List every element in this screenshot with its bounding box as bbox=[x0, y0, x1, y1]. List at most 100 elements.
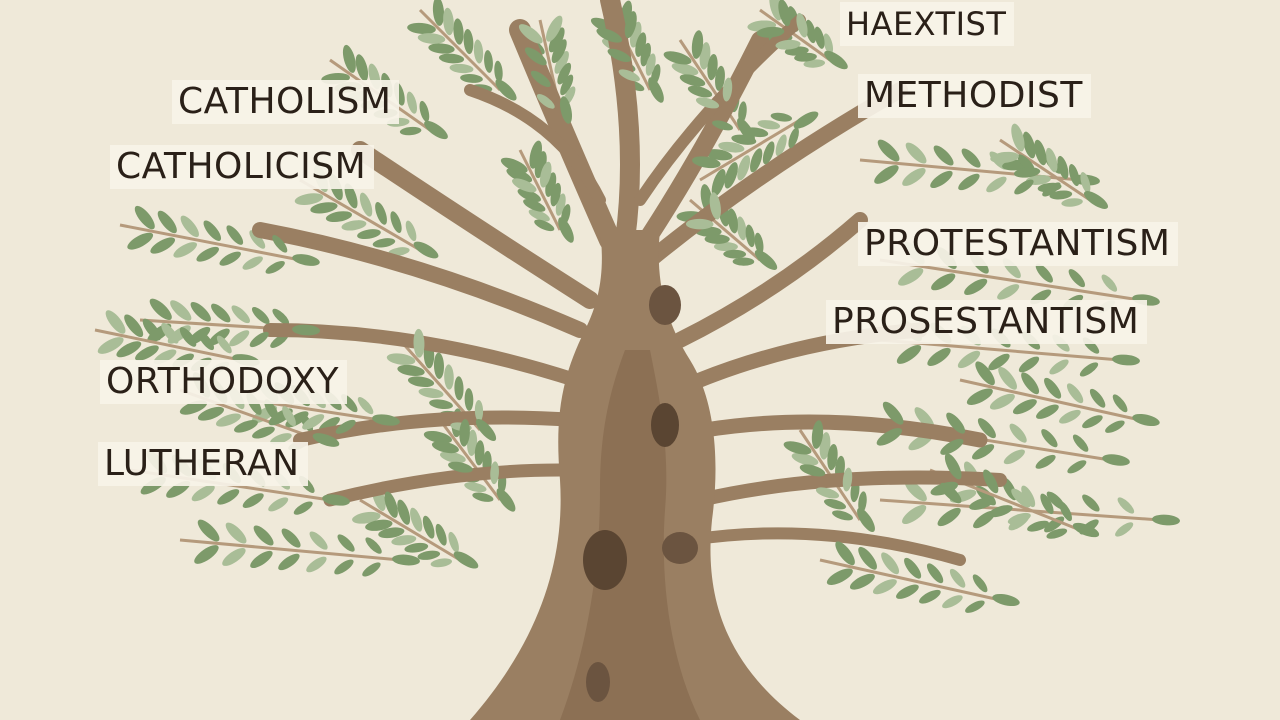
leaf bbox=[744, 127, 769, 138]
leaf bbox=[997, 284, 1020, 300]
leaf bbox=[1007, 512, 1031, 525]
leaf bbox=[1022, 131, 1036, 159]
leaf bbox=[234, 420, 258, 433]
leaf bbox=[222, 547, 246, 566]
leaf bbox=[874, 165, 899, 184]
leaf bbox=[194, 545, 219, 564]
label-catholicism: CATHOLICISM bbox=[110, 145, 375, 189]
leaf bbox=[341, 220, 367, 231]
leaf bbox=[474, 440, 485, 466]
leaf bbox=[713, 242, 738, 252]
leaf bbox=[937, 507, 961, 527]
leaf bbox=[849, 573, 875, 590]
leaf bbox=[1014, 179, 1034, 195]
leaf bbox=[1021, 485, 1036, 508]
leaf bbox=[788, 127, 799, 149]
leaf bbox=[663, 51, 692, 65]
leaf bbox=[975, 361, 995, 386]
leaf bbox=[203, 220, 222, 241]
leaf bbox=[791, 452, 819, 466]
leaf bbox=[428, 43, 455, 54]
leaf bbox=[352, 511, 381, 524]
leaf bbox=[467, 429, 478, 456]
leaf bbox=[1045, 147, 1058, 173]
leaf bbox=[718, 141, 745, 153]
leaf bbox=[1013, 167, 1041, 178]
branch bbox=[600, 0, 640, 250]
leaf bbox=[1049, 359, 1069, 375]
leaf bbox=[397, 364, 425, 377]
leaf bbox=[422, 515, 435, 539]
leaf bbox=[872, 579, 897, 595]
label-lutheran: LUTHERAN bbox=[98, 442, 308, 486]
leaf bbox=[536, 94, 555, 109]
twig bbox=[299, 178, 421, 252]
leaf bbox=[927, 347, 951, 366]
leaf bbox=[724, 162, 738, 189]
trunk-knot bbox=[583, 530, 627, 590]
leaf bbox=[671, 62, 699, 76]
label-haextist: HAEXTIST bbox=[840, 2, 1015, 46]
trunk-shade bbox=[560, 350, 700, 720]
leaf bbox=[796, 12, 808, 38]
leaf bbox=[310, 202, 338, 214]
leaf bbox=[362, 562, 381, 577]
leaf bbox=[1046, 528, 1068, 539]
leaf bbox=[919, 589, 941, 604]
leaf bbox=[423, 430, 452, 444]
leaf bbox=[252, 426, 275, 439]
leaf bbox=[309, 531, 328, 550]
leaf bbox=[459, 419, 470, 447]
leaf bbox=[1040, 493, 1054, 515]
trunk-knot bbox=[651, 403, 679, 447]
leaf bbox=[524, 47, 547, 66]
leaf bbox=[618, 69, 640, 82]
leaf bbox=[293, 501, 313, 515]
leaf bbox=[778, 0, 791, 27]
leaf bbox=[554, 51, 569, 74]
leaf bbox=[1044, 377, 1062, 399]
leaf bbox=[413, 328, 425, 358]
leaf bbox=[460, 74, 483, 83]
leaf bbox=[607, 48, 631, 63]
leaf bbox=[448, 461, 473, 473]
leaf bbox=[545, 15, 563, 42]
leaf bbox=[557, 62, 572, 85]
leaf bbox=[281, 528, 301, 548]
leaf bbox=[1018, 356, 1040, 373]
label-orthodoxy: ORTHODOXY bbox=[100, 360, 348, 404]
leaf bbox=[695, 97, 720, 109]
leaf bbox=[268, 497, 289, 512]
leaf bbox=[1009, 423, 1027, 443]
leaf bbox=[116, 341, 142, 358]
twig bbox=[999, 138, 1091, 202]
leaf bbox=[977, 418, 996, 439]
leaf bbox=[250, 550, 273, 569]
leaf bbox=[449, 63, 474, 74]
leaf bbox=[930, 481, 959, 496]
branch bbox=[464, 84, 606, 206]
leaf bbox=[966, 388, 993, 405]
leaf bbox=[727, 208, 738, 234]
leaf bbox=[1059, 409, 1081, 424]
leaf bbox=[815, 487, 840, 499]
leaf bbox=[877, 139, 900, 162]
branch bbox=[323, 463, 567, 507]
leaf bbox=[904, 479, 927, 502]
leaf bbox=[251, 307, 270, 324]
leaf bbox=[173, 242, 198, 258]
leaf bbox=[444, 364, 454, 390]
leaf bbox=[463, 28, 474, 55]
leaf bbox=[496, 488, 516, 512]
leaf bbox=[1011, 488, 1031, 508]
leaf bbox=[278, 553, 300, 571]
leaf bbox=[858, 546, 877, 570]
branch bbox=[672, 212, 868, 348]
leaf bbox=[405, 220, 417, 242]
leaf bbox=[972, 444, 995, 460]
leaf bbox=[704, 234, 730, 244]
leaf bbox=[407, 376, 435, 388]
leaf bbox=[242, 256, 263, 270]
leaf bbox=[506, 168, 533, 183]
leaf bbox=[648, 77, 664, 103]
